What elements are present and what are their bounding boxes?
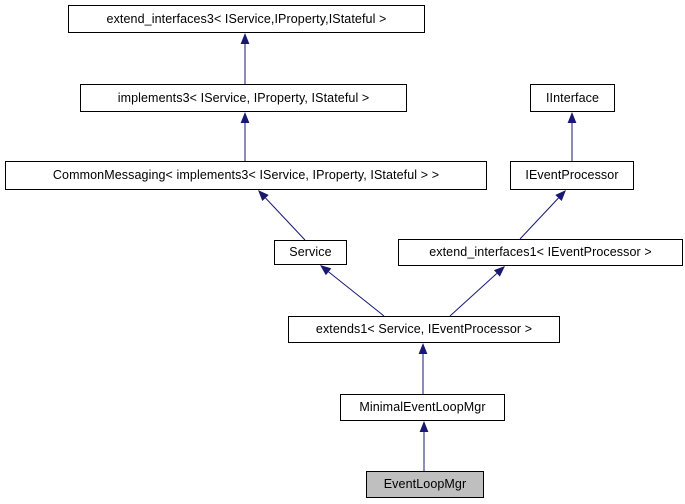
class-node-extends1[interactable]: extends1< Service, IEventProcessor > — [288, 316, 560, 343]
class-node-Service[interactable]: Service — [274, 240, 347, 265]
class-node-label: extends1< Service, IEventProcessor > — [315, 322, 533, 337]
class-node-CommonMessaging[interactable]: CommonMessaging< implements3< IService, … — [5, 161, 487, 190]
class-node-IInterface[interactable]: IInterface — [530, 84, 615, 112]
edge-arrowhead — [418, 343, 428, 354]
class-node-label: implements3< IService, IProperty, IState… — [117, 90, 370, 105]
class-node-label: extend_interfaces3< IService,IProperty,I… — [106, 11, 387, 26]
inheritance-edge — [567, 112, 577, 161]
inheritance-edge — [240, 33, 250, 84]
edge-arrowhead — [258, 190, 269, 202]
inheritance-edge — [240, 112, 250, 161]
edge-line — [328, 271, 385, 317]
inheritance-edge — [418, 343, 428, 394]
class-node-label: CommonMessaging< implements3< IService, … — [52, 168, 440, 183]
class-node-EventLoopMgr[interactable]: EventLoopMgr — [366, 471, 484, 498]
class-node-extend_interfaces1[interactable]: extend_interfaces1< IEventProcessor > — [398, 239, 683, 266]
class-node-label: EventLoopMgr — [383, 477, 467, 492]
edge-line — [519, 197, 559, 240]
edge-arrowhead — [555, 190, 566, 202]
class-node-MinimalEventLoopMgr[interactable]: MinimalEventLoopMgr — [340, 394, 505, 421]
class-node-label: IEventProcessor — [525, 168, 619, 183]
class-node-label: Service — [289, 245, 332, 260]
class-node-implements3[interactable]: implements3< IService, IProperty, IState… — [80, 84, 407, 112]
inheritance-edge — [258, 190, 306, 241]
edge-arrowhead — [419, 421, 429, 432]
edge-arrowhead — [493, 266, 505, 277]
inheritance-edge — [320, 265, 385, 317]
edge-arrowhead — [240, 33, 250, 44]
edge-line — [449, 273, 498, 317]
inheritance-edge — [419, 421, 429, 471]
edge-arrowhead — [567, 112, 577, 123]
edge-line — [265, 197, 306, 241]
inheritance-edge — [449, 266, 505, 317]
inheritance-edge — [519, 190, 566, 240]
class-node-label: IInterface — [545, 90, 600, 105]
class-node-IEventProcessor[interactable]: IEventProcessor — [510, 161, 634, 190]
edge-arrowhead — [240, 112, 250, 123]
edge-arrowhead — [320, 265, 332, 276]
class-node-label: MinimalEventLoopMgr — [359, 400, 486, 415]
class-node-label: extend_interfaces1< IEventProcessor > — [429, 245, 652, 260]
class-node-extend_interfaces3[interactable]: extend_interfaces3< IService,IProperty,I… — [68, 5, 425, 33]
